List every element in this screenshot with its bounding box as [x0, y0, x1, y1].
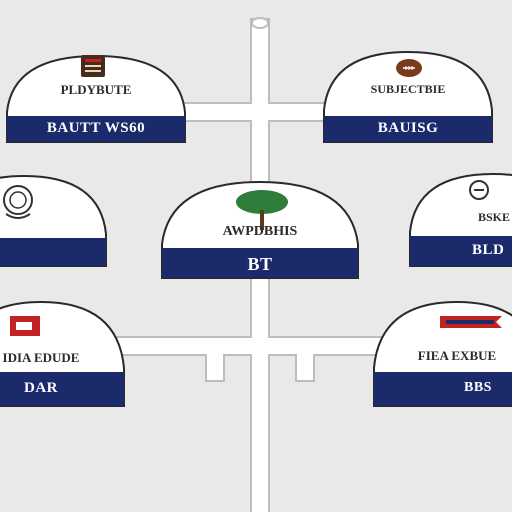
badge-icon: [469, 180, 489, 200]
banner-icon: [440, 316, 502, 328]
node-top-label: AWPDBHIS: [222, 224, 298, 239]
node-mid-right: BSKE BLD: [408, 170, 512, 268]
node-top-label: SUBJECTBIE: [370, 82, 446, 96]
node-top-right: SUBJECTBIE BAUISG: [322, 48, 494, 144]
dome-shape: [323, 50, 493, 143]
node-band-label: DAR: [24, 380, 58, 396]
node-band-label: BAUISG: [377, 120, 439, 136]
node-band-label: BBS: [464, 380, 492, 395]
node-top-label: FIEA EXBUE: [417, 348, 497, 363]
node-mid-left: [0, 172, 108, 268]
flag-icon: [10, 316, 40, 336]
crest-icon: [3, 185, 33, 219]
tree-icon: [236, 190, 288, 230]
node-band-label: BT: [247, 254, 273, 274]
node-top-label: PLDYBUTE: [60, 82, 132, 97]
dome-shape: [373, 300, 512, 407]
node-bottom-left: IDIA EDUDE DAR: [0, 298, 126, 408]
node-band-label: BAUTT WS60: [46, 120, 146, 136]
football-icon: [396, 59, 422, 77]
node-band-label: BLD: [472, 242, 505, 258]
book-icon: [81, 55, 105, 77]
node-bottom-right: FIEA EXBUE BBS: [372, 298, 512, 408]
node-top-label: IDIA EDUDE: [2, 350, 80, 365]
node-center: AWPDBHIS BT: [160, 178, 360, 280]
node-top-left: PLDYBUTE BAUTT WS60: [5, 52, 187, 144]
dome-shape: [409, 172, 512, 267]
node-top-label: BSKE: [478, 210, 511, 224]
dome-shape: [6, 54, 186, 143]
